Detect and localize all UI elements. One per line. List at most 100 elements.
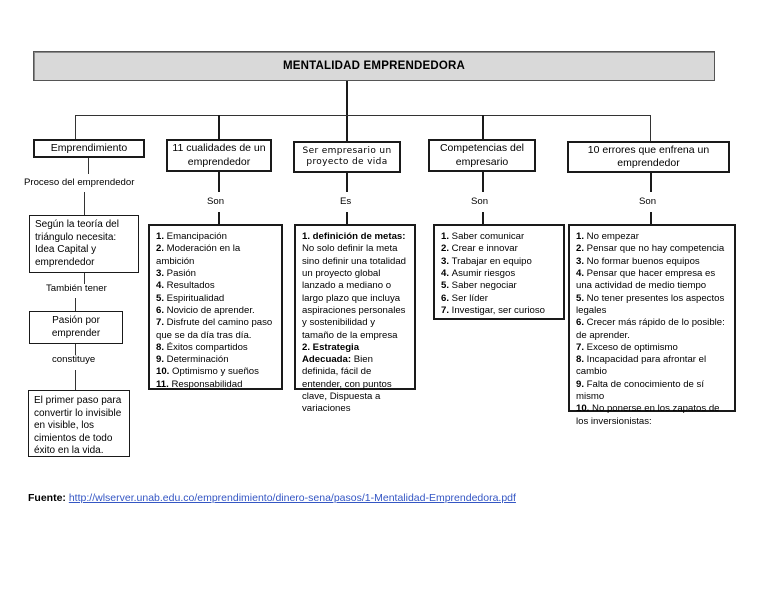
category-box-errores[interactable]: 10 errores que enfrena un emprendedor [567,141,730,173]
category-label-cualidades: 11 cualidades de un emprendedor [172,142,266,168]
source-footer: Fuente: http://wlserver.unab.edu.co/empr… [28,492,516,504]
edge-label-son-cualidades: Son [207,196,224,207]
list-item: 2. Moderación en la ambición [156,243,275,268]
connector-ser-empresario-to-es [346,173,348,192]
connector-es-to-list-ser-empresario [346,212,348,224]
list-item-text: Espiritualidad [166,292,225,304]
list-item-number: 1. [302,231,313,242]
list-item-number: 3. [576,255,587,267]
connector-proceso-to-box1 [84,192,85,215]
connector-competencias-to-son [482,172,484,192]
list-item-number: 5. [156,292,167,304]
connector-son-to-list-cualidades [218,212,220,224]
list-item: 8. Éxitos compartidos [156,342,275,354]
list-item-heading: Estrategia Adecuada: [302,341,360,366]
list-item-number: 6. [576,317,587,329]
list-item: 5. No tener presentes los aspectos legal… [576,293,728,318]
list-item: 3. Trabajar en equipo [441,256,557,268]
list-item: 9. Determinación [156,354,275,366]
list-item: 5. Espiritualidad [156,293,275,305]
list-item: 11. Responsabilidad [156,379,275,391]
list-item-heading: definición de metas: [312,231,406,242]
list-item-text: Novicio de aprender. [166,304,255,316]
diagram-title-text: MENTALIDAD EMPRENDEDORA [283,59,465,72]
left-chain-box-pasion-emprender: Pasión por emprender [29,311,123,344]
list-item: 1. Emancipación [156,231,275,243]
list-item-number: 2. [441,243,452,255]
list-item-text: No ponerse en los zapatos de los inversi… [576,403,720,427]
list-item-text: Bien definida, fácil de entender, con pu… [302,354,392,415]
list-item-text: No empezar [586,231,639,242]
category-box-competencias[interactable]: Competencias del empresario [428,139,536,172]
list-item: 2. Crear e innovar [441,243,557,255]
list-item: 7. Investigar, ser curioso [441,305,557,317]
connector-root-trunk [346,81,348,141]
list-item-number: 4. [441,267,452,279]
list-item-text: Saber negociar [451,280,517,292]
list-item-text: Éxitos compartidos [166,341,248,353]
list-item-text: No tener presentes los aspectos legales [576,292,725,316]
list-item: 4. Resultados [156,280,275,292]
list-item-text: Disfrute del camino paso que se da día t… [156,317,273,341]
edge-label-constituye: constituye [52,354,95,365]
source-label: Fuente: [28,492,66,504]
list-item-text: Ser líder [451,292,488,304]
list-box-ser-empresario: 1. definición de metas: No solo definir … [294,224,416,414]
edge-label-son-competencias: Son [471,196,488,207]
list-item: 6. Novicio de aprender. [156,305,275,317]
list-item: 6. Crecer más rápido de lo posible: de a… [576,317,728,342]
left-chain-box-primer-paso-text: El primer paso para convertir lo invisib… [34,395,122,456]
left-chain-box-teoria-triangulo: Según la teoría del triángulo necesita: … [29,215,139,273]
list-item: 10. No ponerse en los zapatos de los inv… [576,403,728,428]
list-item: 4. Pensar que hacer empresa es una activ… [576,268,728,293]
connector-emprendimiento-to-proceso [88,158,89,174]
connector-errores-to-son [650,173,652,192]
list-item-number: 7. [576,341,587,353]
list-item-text: Optimismo y sueños [172,366,259,378]
category-box-emprendimiento[interactable]: Emprendimiento [33,139,145,158]
left-chain-box-primer-paso: El primer paso para convertir lo invisib… [28,390,130,457]
edge-label-tambien-tener-text: También tener [46,283,107,294]
list-item-text: Exceso de optimismo [586,341,678,353]
list-item-text: Resultados [166,280,215,292]
list-item-number: 10. [576,403,593,415]
connector-branch-4 [482,115,484,140]
connector-son-to-list-errores [650,212,652,224]
list-item: 1. definición de metas: No solo definir … [302,231,408,342]
list-item: 3. Pasión [156,268,275,280]
list-item-number: 9. [576,378,587,390]
connector-box1-to-tambien [84,273,85,284]
list-item-text: Moderación en la ambición [156,243,241,267]
list-item-number: 5. [576,292,587,304]
list-item-number: 2. [156,243,167,255]
list-item-number: 1. [441,231,452,242]
connector-branch-5 [650,115,651,142]
edge-label-son-errores: Son [639,196,656,207]
list-item: 2. Pensar que no hay competencia [576,243,728,255]
list-item-text: Responsabilidad [171,378,243,390]
source-url-link[interactable]: http://wlserver.unab.edu.co/emprendimien… [68,492,516,504]
edge-label-son-cualidades-text: Son [207,196,225,207]
list-item: 7. Exceso de optimismo [576,342,728,354]
edge-label-es: Es [340,196,351,207]
list-item-number: 3. [156,267,167,279]
list-item: 8. Incapacidad para afrontar el cambio [576,354,728,379]
connector-box2-to-constituye [75,344,76,355]
edge-label-constituye-text: constituye [52,354,96,365]
list-item-text: No formar buenos equipos [586,255,700,267]
list-item-number: 6. [156,304,167,316]
left-chain-box-pasion-emprender-text: Pasión por emprender [51,315,101,339]
connector-tambien-to-box2 [75,298,76,311]
category-box-cualidades[interactable]: 11 cualidades de un emprendedor [166,139,272,172]
list-item-number: 10. [156,366,173,378]
list-item: 9. Falta de conocimiento de sí mismo [576,379,728,404]
list-item: 1. No empezar [576,231,728,243]
connector-constituye-to-box3 [75,370,76,390]
list-item-number: 2. [576,243,587,255]
list-item-text: Crecer más rápido de lo posible: de apre… [576,317,725,341]
list-item-number: 7. [156,317,167,329]
category-box-ser-empresario[interactable]: Ser empresario un proyecto de vida [293,141,401,173]
list-item: 1. Saber comunicar [441,231,557,243]
